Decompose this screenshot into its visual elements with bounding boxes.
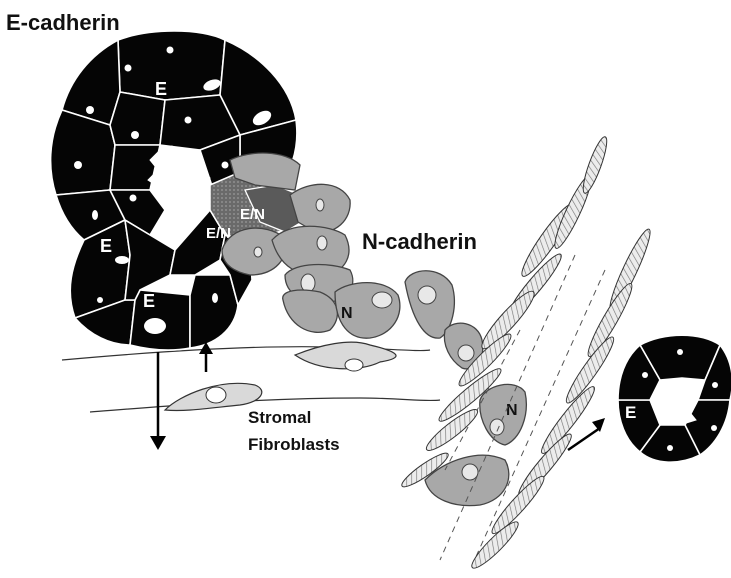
e-label-1: E [155, 79, 167, 99]
e-n-label-2: E/N [240, 206, 265, 223]
e-label-small: E [625, 403, 636, 422]
blood-vessel [399, 135, 656, 573]
n-cadherin-label: N-cadherin [362, 229, 477, 254]
e-label-3: E [143, 291, 155, 311]
fibroblasts-label: Fibroblasts [248, 435, 340, 454]
e-label-2: E [100, 236, 112, 256]
stromal-label: Stromal [248, 408, 311, 427]
epithelial-acinus-small: E [618, 335, 731, 462]
e-cadherin-label: E-cadherin [6, 10, 120, 35]
diagonal-arrow-icon [568, 428, 600, 450]
n-label-1: N [341, 305, 353, 322]
n-label-2: N [506, 402, 518, 419]
